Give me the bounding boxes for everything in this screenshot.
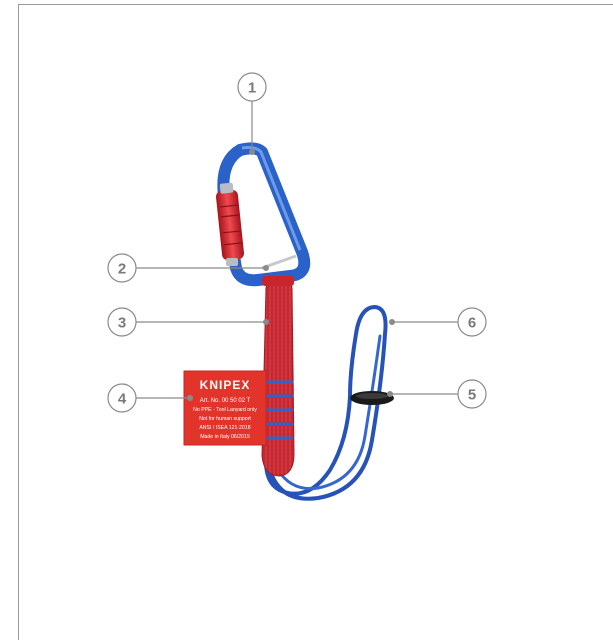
callout-5-number: 5 — [468, 387, 476, 404]
callout-2-number: 2 — [118, 261, 126, 278]
callout-1-number: 1 — [248, 80, 256, 97]
callout-6-number: 6 — [468, 315, 476, 332]
tag-line-1: Art. No. 00 50 02 T — [200, 398, 251, 404]
carabiner: KNIPEX · 00 50 03 T — [215, 148, 329, 281]
callout-4-dot — [187, 395, 193, 401]
callout-1-dot — [249, 149, 255, 155]
carabiner-locking-gate — [215, 182, 244, 266]
callout-3-dot — [263, 319, 269, 325]
callout-6-dot — [389, 319, 395, 325]
tag-line-5: Made in Italy 06/2019 — [200, 434, 250, 440]
callout-4-number: 4 — [118, 391, 127, 408]
webbing-strap — [262, 276, 294, 476]
callout-2-dot — [263, 265, 269, 271]
tag-brand: KNIPEX — [200, 378, 251, 392]
callout-5-dot — [387, 391, 393, 397]
callout-3-number: 3 — [118, 315, 126, 332]
tag-line-3: Not for human support — [199, 416, 251, 422]
product-tag: KNIPEX Art. No. 00 50 02 T No PPE · Tool… — [184, 371, 266, 445]
tag-line-4: ANSI / ISEA 121-2018 — [199, 425, 250, 431]
tag-line-2: No PPE · Tool Lanyard only — [193, 407, 257, 413]
